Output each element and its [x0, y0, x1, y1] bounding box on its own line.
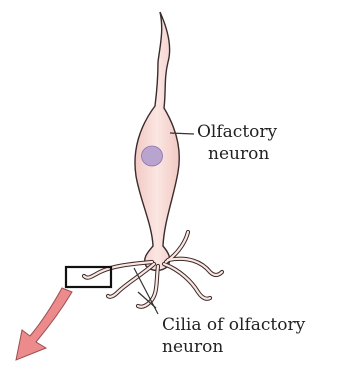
curved-arrow — [16, 288, 72, 360]
neuron-label-line2: neuron — [208, 144, 269, 164]
nucleus — [142, 146, 163, 166]
cilia-label-line2: neuron — [162, 337, 223, 357]
neuron-label-line1: Olfactory — [197, 122, 277, 142]
neuron-cell-body — [135, 12, 179, 271]
cilia-label-line1: Cilia of olfactory — [162, 315, 305, 335]
